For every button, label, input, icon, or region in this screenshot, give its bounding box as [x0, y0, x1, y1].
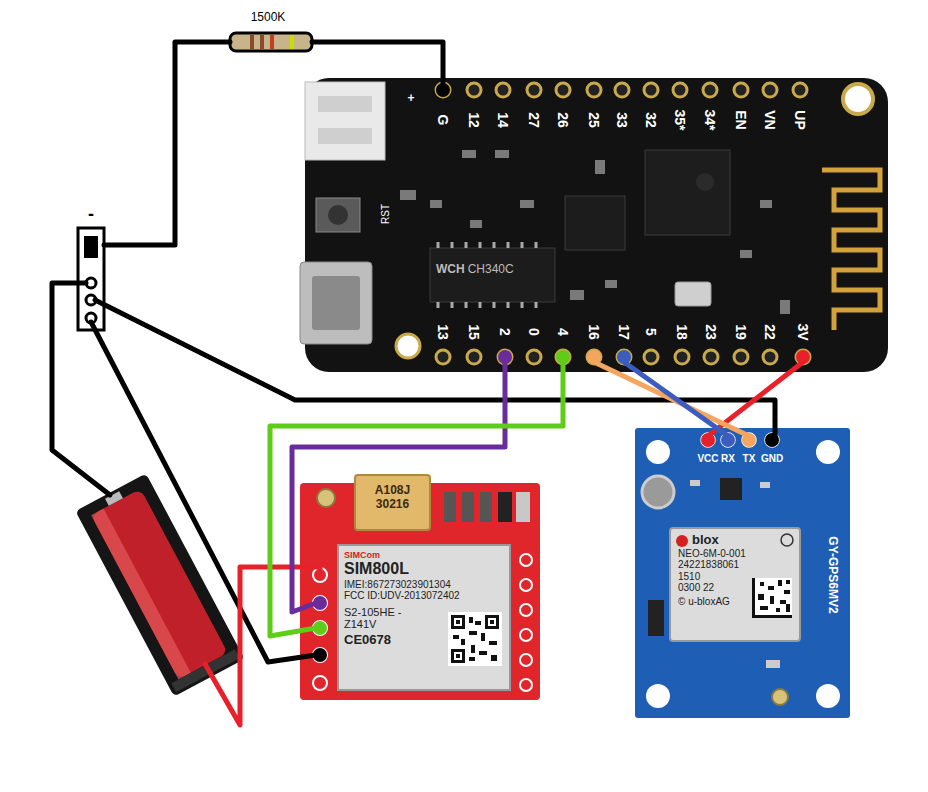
- header-pins: [436, 83, 810, 364]
- reset-button: [316, 198, 360, 232]
- node-text: SIMCom: [344, 550, 504, 560]
- pin-label: 19: [734, 324, 748, 340]
- pin-label: G: [436, 115, 450, 126]
- pin-label: 15: [467, 324, 481, 340]
- pin-label: 34*: [703, 109, 717, 130]
- slide-switch: [78, 228, 104, 330]
- wire-ends: [313, 83, 810, 662]
- node-text: © u-bloxAG: [678, 596, 794, 608]
- mount-hole: [396, 334, 420, 358]
- pin-label: RX: [721, 454, 735, 464]
- usb-port: [300, 262, 372, 344]
- pin-label: 2: [498, 328, 512, 336]
- pin-label: EN: [734, 110, 748, 129]
- battery-18650: [75, 474, 244, 697]
- pin-label: 17: [617, 324, 631, 340]
- esp32-chip: [645, 150, 730, 235]
- chip-logo: [696, 173, 714, 191]
- pin-label: 27: [527, 112, 541, 128]
- sim800l-board: [300, 475, 540, 700]
- smd-parts: [400, 150, 790, 314]
- polarity-mark: -: [88, 205, 94, 223]
- pin-label: 22: [763, 324, 777, 340]
- node-text: WCH: [436, 263, 465, 277]
- resistor-value: 1500K: [251, 11, 286, 23]
- pin-label: UP: [793, 110, 807, 129]
- pin-label: 18: [675, 324, 689, 340]
- pin-label: 13: [436, 324, 450, 340]
- node-text: SIM800L: [344, 560, 504, 578]
- pin-label: VCC: [697, 454, 718, 464]
- node-text: 1510: [678, 571, 794, 583]
- qr-code: [448, 612, 502, 666]
- pin-label: GND: [761, 454, 783, 464]
- pin-label: 0: [527, 328, 541, 336]
- polarity-mark: +: [407, 92, 414, 104]
- pin-label: 14: [496, 112, 510, 128]
- jst-connector: [305, 82, 385, 160]
- pin-label: 12: [467, 112, 481, 128]
- flash-chip: [565, 196, 625, 250]
- node-text: 0300 22: [678, 582, 794, 594]
- chip-marking: WCHCH340C: [432, 260, 553, 280]
- pin-label: 33: [615, 112, 629, 128]
- pin-label: 35*: [673, 109, 687, 130]
- button-label: RST: [381, 204, 391, 224]
- ch340-chip: [430, 242, 555, 308]
- gps-board: [635, 428, 850, 718]
- neo6m-module: bloxNEO-6M-0-0012422183806115100300 22 © …: [674, 530, 798, 610]
- pin-label: TX: [743, 454, 756, 464]
- node-text: S2-105HE -Z141V: [344, 606, 416, 631]
- pin-label: 3V: [796, 323, 810, 340]
- pin-label: 23: [704, 324, 718, 340]
- node-text: FCC ID:UDV-2013072402: [344, 590, 504, 602]
- pin-label: 26: [556, 112, 570, 128]
- node-text: 24221838061: [678, 559, 794, 571]
- pin-label: 25: [587, 112, 601, 128]
- node-text: NEO-6M-0-001: [678, 548, 794, 560]
- pcb-antenna: [822, 170, 880, 330]
- crystal: [675, 282, 711, 306]
- node-text: IMEI:867273023901304: [344, 579, 504, 591]
- pin-label: 16: [587, 324, 601, 340]
- pin-label: 32: [644, 112, 658, 128]
- node-text: blox: [678, 533, 794, 548]
- esp32-board: [305, 78, 888, 372]
- node-text: CH340C: [468, 263, 514, 277]
- node-text: CE0678: [344, 633, 504, 648]
- sim800l-module: SIMComSIM800LIMEI:867273023901304FCC ID:…: [340, 547, 508, 651]
- pin-label: VN: [763, 110, 777, 129]
- pin-label: 5: [644, 328, 658, 336]
- wires: [52, 42, 803, 725]
- board-name: GY-GPS6MV2: [827, 536, 839, 613]
- mount-hole: [843, 84, 873, 114]
- pin-label: 4: [556, 328, 570, 336]
- capacitor-marking: A108J 30216: [358, 481, 427, 515]
- node-text: A108J 30216: [362, 484, 423, 512]
- resistor-symbol: [230, 33, 312, 51]
